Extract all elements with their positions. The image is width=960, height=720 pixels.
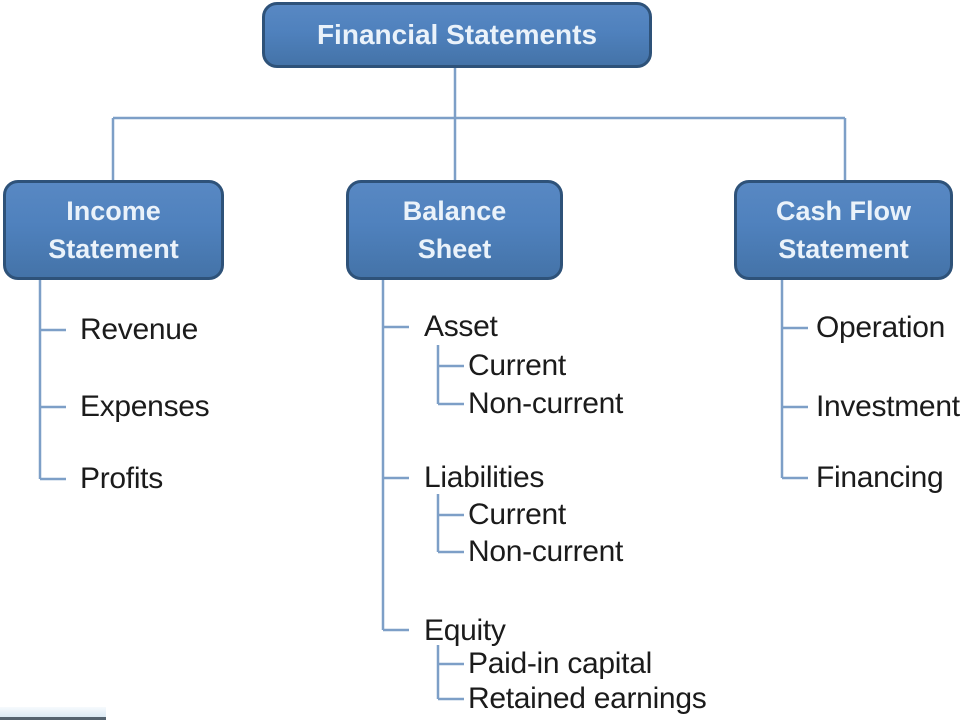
- node-income-statement-line1: Income: [66, 196, 161, 226]
- tree-item-equity: Equity: [424, 614, 506, 647]
- node-balance-sheet: Balance Sheet: [346, 180, 563, 280]
- tree-item-retained-earnings: Retained earnings: [468, 682, 707, 715]
- income-statement-branch-lines: [38, 280, 66, 481]
- node-balance-sheet-line2: Sheet: [417, 234, 492, 264]
- tree-item-investment: Investment: [816, 390, 960, 423]
- tree-item-expenses: Expenses: [80, 390, 210, 423]
- node-cash-flow-statement: Cash Flow Statement: [734, 180, 953, 280]
- node-cash-flow-statement-line1: Cash Flow: [775, 196, 911, 226]
- tree-item-operation: Operation: [816, 311, 946, 344]
- tree-item-paid-in-capital: Paid-in capital: [468, 647, 652, 680]
- node-financial-statements-label: Financial Statements: [316, 19, 598, 50]
- tree-item-revenue: Revenue: [80, 313, 198, 346]
- node-income-statement-line2: Statement: [48, 234, 179, 264]
- bottom-left-edge-artifact: [0, 707, 106, 720]
- tree-item-profits: Profits: [80, 462, 163, 495]
- node-balance-sheet-line1: Balance: [402, 196, 507, 226]
- tree-item-asset-non-current: Non-current: [468, 387, 624, 420]
- node-income-statement: Income Statement: [3, 180, 224, 280]
- tree-item-liabilities: Liabilities: [424, 461, 545, 494]
- node-financial-statements: Financial Statements: [262, 2, 652, 68]
- tree-item-liabilities-current: Current: [468, 498, 566, 531]
- tree-item-liabilities-non-current: Non-current: [468, 535, 624, 568]
- tree-item-asset-current: Current: [468, 349, 566, 382]
- cash-flow-branch-lines: [780, 280, 808, 480]
- root-connector: [111, 68, 847, 181]
- tree-item-financing: Financing: [816, 461, 944, 494]
- tree-item-asset: Asset: [424, 310, 498, 343]
- node-cash-flow-statement-line2: Statement: [778, 234, 909, 264]
